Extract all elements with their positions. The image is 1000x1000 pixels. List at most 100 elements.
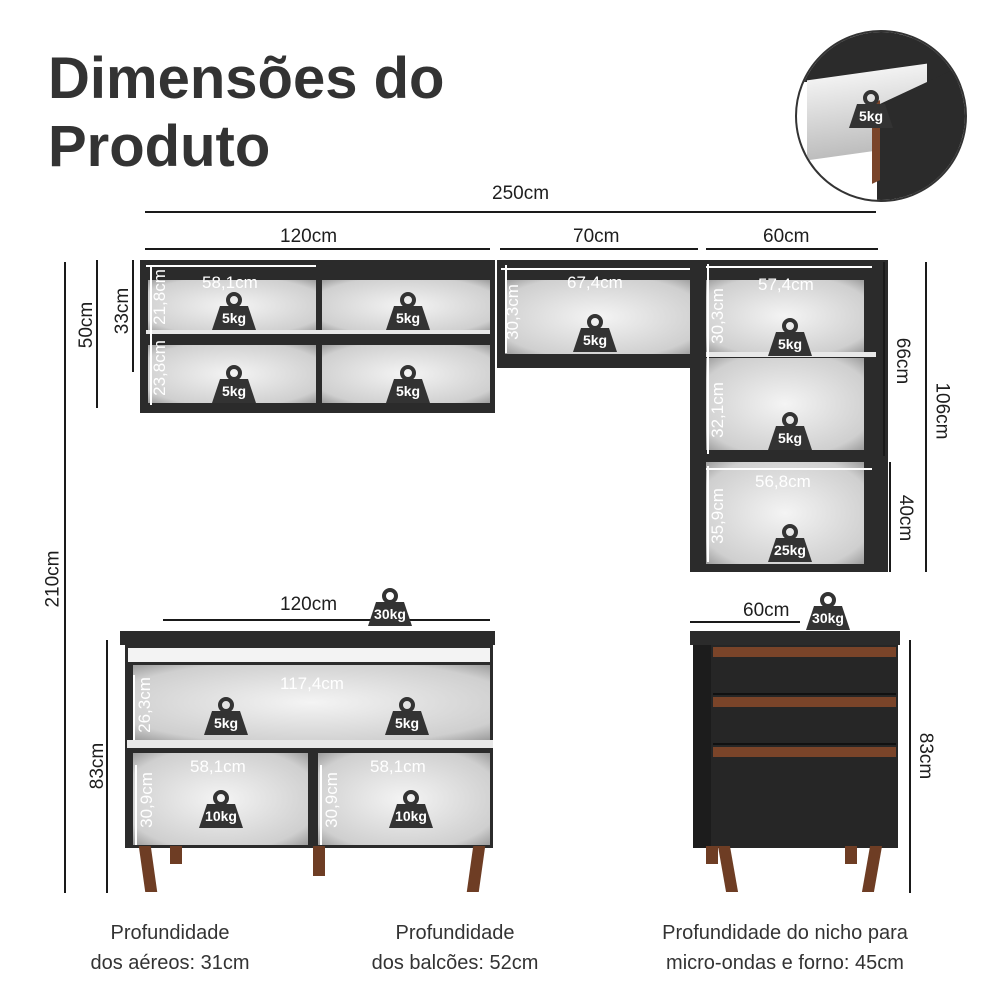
dim-line xyxy=(909,640,911,893)
dim-lower-right-width: 58,1cm xyxy=(370,757,426,776)
dim-lower-left-width: 58,1cm xyxy=(190,757,246,776)
dim-row2-height: 32,1cm xyxy=(707,382,727,438)
dim-106: 106cm xyxy=(931,382,953,440)
footnote-line: dos aéreos: 31cm xyxy=(90,952,250,974)
door-handle[interactable] xyxy=(713,747,896,757)
weight-label: 5kg xyxy=(394,715,420,731)
dim-niche-width: 117,4cm xyxy=(280,674,344,693)
dim-middle-width: 70cm xyxy=(573,226,620,247)
dim-lower-right-height: 30,9cm xyxy=(321,772,341,828)
dim-line xyxy=(889,462,891,572)
leg xyxy=(466,846,486,892)
weight-label: 5kg xyxy=(777,430,803,446)
leg xyxy=(717,846,739,892)
weight-icon: 30kg xyxy=(366,588,414,626)
weight-label: 5kg xyxy=(395,383,421,399)
weight-label: 5kg xyxy=(221,310,247,326)
leg xyxy=(861,846,883,892)
dim-line xyxy=(500,248,698,250)
upper-left-cabinet: 58,1cm 21,8cm 23,8cm 5kg 5kg 5kg 5kg xyxy=(140,260,495,413)
weight-icon: 10kg xyxy=(387,790,435,828)
weight-icon: 5kg xyxy=(766,318,814,356)
title-line-2: Produto xyxy=(48,114,271,179)
dim-line xyxy=(883,262,885,456)
dim-line xyxy=(106,640,108,893)
dim-right-width: 60cm xyxy=(763,226,810,247)
weight-label: 5kg xyxy=(858,108,884,124)
dim-row3-height: 35,9cm xyxy=(707,488,727,544)
footnote-line: Profundidade xyxy=(110,922,230,944)
weight-icon: 5kg xyxy=(210,365,258,403)
drawer-handle[interactable] xyxy=(713,647,896,657)
dim-line xyxy=(706,248,878,250)
weight-label: 5kg xyxy=(582,332,608,348)
upper-middle-cabinet: 67,4cm 30,3cm 5kg xyxy=(497,260,700,368)
dim-line xyxy=(64,262,66,893)
dim-base-right-height: 83cm xyxy=(915,732,937,780)
dim-row2-height: 23,8cm xyxy=(149,340,169,396)
weight-icon: 5kg xyxy=(384,292,432,330)
dim-total-height: 210cm xyxy=(42,550,64,608)
dim-line xyxy=(132,260,134,372)
dim-row1-height: 21,8cm xyxy=(149,269,169,325)
dim-line xyxy=(925,262,927,572)
dim-inner-width: 58,1cm xyxy=(202,273,258,292)
weight-label: 25kg xyxy=(774,542,806,558)
dim-line xyxy=(163,619,490,621)
weight-label: 30kg xyxy=(812,610,844,626)
dim-base-right-width: 60cm xyxy=(743,600,790,621)
dim-base-left-width: 120cm xyxy=(280,594,338,615)
footnote-base-depth: Profundidade dos balcões: 52cm xyxy=(295,918,615,978)
leg xyxy=(170,846,182,864)
weight-icon: 25kg xyxy=(766,524,814,562)
footnote-upper-depth: Profundidade dos aéreos: 31cm xyxy=(10,918,330,978)
weight-icon: 5kg xyxy=(384,365,432,403)
base-left-cabinet: 117,4cm 26,3cm 58,1cm 58,1cm 30,9cm 30,9… xyxy=(125,645,493,848)
weight-icon: 10kg xyxy=(197,790,245,828)
dim-inner-height: 30,3cm xyxy=(502,284,522,340)
footnote-line: Profundidade xyxy=(395,922,515,944)
footnote-line: dos balcões: 52cm xyxy=(371,952,539,974)
leg xyxy=(313,846,325,876)
dim-bottom-width: 56,8cm xyxy=(755,472,811,491)
weight-icon: 5kg xyxy=(202,697,250,735)
weight-label: 10kg xyxy=(395,808,427,824)
weight-icon: 5kg xyxy=(210,292,258,330)
base-left-countertop xyxy=(120,631,495,645)
footnote-line: micro-ondas e forno: 45cm xyxy=(666,952,904,974)
dim-40: 40cm xyxy=(895,494,917,542)
dim-66: 66cm xyxy=(892,337,914,385)
weight-label: 5kg xyxy=(777,336,803,352)
dim-line xyxy=(690,621,800,623)
base-right-cabinet xyxy=(693,645,898,848)
weight-icon: 5kg xyxy=(571,314,619,352)
weight-icon: 5kg xyxy=(383,697,431,735)
dim-line xyxy=(145,248,490,250)
weight-label: 10kg xyxy=(205,808,237,824)
dim-row1-height: 30,3cm xyxy=(707,288,727,344)
dim-total-width: 250cm xyxy=(492,183,550,204)
dim-lower-left-height: 30,9cm xyxy=(136,772,156,828)
dim-top-width: 57,4cm xyxy=(758,275,814,294)
weight-icon: 5kg xyxy=(847,90,895,128)
dim-niche-height: 26,3cm xyxy=(134,677,154,733)
dim-upper-inner: 33cm xyxy=(112,287,134,335)
base-right-countertop xyxy=(690,631,900,645)
weight-label: 30kg xyxy=(374,606,406,622)
title-line-1: Dimensões do xyxy=(48,46,445,111)
weight-icon: 5kg xyxy=(766,412,814,450)
weight-icon: 30kg xyxy=(804,592,852,630)
dim-left-width: 120cm xyxy=(280,226,338,247)
drawer-inset: 5kg xyxy=(795,30,967,202)
weight-label: 5kg xyxy=(221,383,247,399)
drawer-handle[interactable] xyxy=(713,697,896,707)
dim-base-height: 83cm xyxy=(87,742,109,790)
dim-line xyxy=(145,211,876,213)
leg xyxy=(706,846,718,864)
footnote-line: Profundidade do nicho para xyxy=(662,922,908,944)
tall-right-cabinet: 57,4cm 30,3cm 32,1cm 56,8cm 35,9cm 5kg 5… xyxy=(690,260,888,572)
dim-line xyxy=(96,260,98,408)
weight-label: 5kg xyxy=(213,715,239,731)
leg xyxy=(138,846,158,892)
footnote-niche-depth: Profundidade do nicho para micro-ondas e … xyxy=(625,918,945,978)
